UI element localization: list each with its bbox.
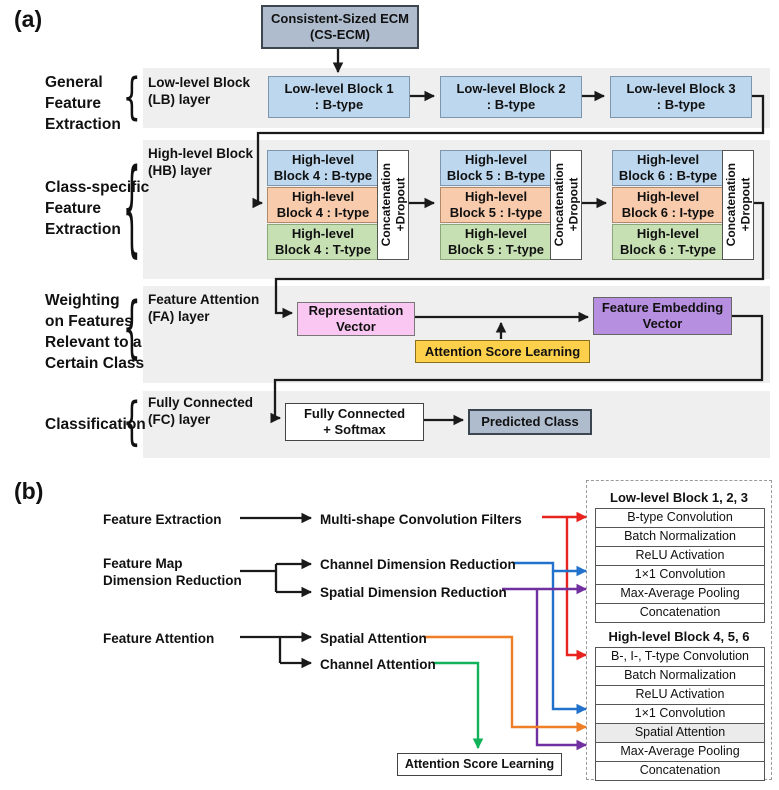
- blue-arrow-to-hb-1x1: [551, 571, 588, 715]
- representation-vector-box: Representation Vector: [297, 302, 415, 336]
- hb-row-max-avg-pool: Max-Average Pooling: [596, 742, 764, 761]
- hb4-concat-label: Concatenation +Dropout: [378, 163, 407, 247]
- b-label-spatial-attention: Spatial Attention: [320, 631, 427, 646]
- feature-embedding-vector-box: Feature Embedding Vector: [593, 297, 732, 335]
- attention-score-learning-box-b: Attention Score Learning: [397, 753, 562, 776]
- layer-label-lb: Low-level Block (LB) layer: [148, 75, 251, 107]
- lb-row-concat: Concatenation: [596, 603, 764, 622]
- b-label-feature-map-dim: Feature Map Dimension Reduction: [103, 556, 242, 588]
- hb-row-bit-conv: B-, I-, T-type Convolution: [596, 648, 764, 666]
- high-level-block-table: B-, I-, T-type Convolution Batch Normali…: [595, 647, 765, 781]
- hb5-concat-label: Concatenation +Dropout: [551, 163, 580, 247]
- group-label-general: General Feature Extraction: [45, 74, 121, 133]
- b-label-spatial-dim-reduction: Spatial Dimension Reduction: [320, 585, 507, 600]
- group-label-weighting: Weighting on Features Relevant to a Cert…: [45, 292, 145, 372]
- hb5-b-type: High-level Block 5 : B-type: [440, 150, 552, 186]
- brace-hb: {: [122, 149, 141, 269]
- layer-label-fa: Feature Attention (FA) layer: [148, 292, 260, 324]
- hb6-b-type: High-level Block 6 : B-type: [612, 150, 724, 186]
- hb5-i-type: High-level Block 5 : I-type: [440, 187, 552, 223]
- hb6-i-type: High-level Block 6 : I-type: [612, 187, 724, 223]
- b-label-channel-attention: Channel Attention: [320, 657, 436, 672]
- low-level-block-table: B-type Convolution Batch Normalization R…: [595, 508, 765, 623]
- brace-lb: {: [122, 68, 141, 126]
- lb-row-batch-norm: Batch Normalization: [596, 527, 764, 546]
- lb-row-btype-conv: B-type Convolution: [596, 509, 764, 527]
- hb6-concat-label: Concatenation +Dropout: [723, 163, 752, 247]
- hb-row-spatial-attention: Spatial Attention: [596, 723, 764, 742]
- low-level-block-2: Low-level Block 2 : B-type: [440, 76, 582, 118]
- low-level-block-1: Low-level Block 1 : B-type: [268, 76, 410, 118]
- blue-arrow-to-lb-1x1: [514, 561, 588, 577]
- b-label-channel-dim-reduction: Channel Dimension Reduction: [320, 557, 516, 572]
- brace-fa: {: [122, 288, 141, 368]
- high-level-block-table-title: High-level Block 4, 5, 6: [608, 629, 750, 644]
- group-label-class-specific: Class-specific Feature Extraction: [45, 179, 150, 238]
- hb5-t-type: High-level Block 5 : T-type: [440, 224, 552, 260]
- b-label-feature-extraction: Feature Extraction: [103, 512, 222, 527]
- hb4-i-type: High-level Block 4 : I-type: [267, 187, 379, 223]
- hb6-concat-dropout: Concatenation +Dropout: [722, 150, 754, 260]
- hb-row-1x1-conv: 1×1 Convolution: [596, 704, 764, 723]
- hb-row-relu: ReLU Activation: [596, 685, 764, 704]
- lb-row-max-avg-pool: Max-Average Pooling: [596, 584, 764, 603]
- b-label-multishape-filters: Multi-shape Convolution Filters: [320, 512, 522, 527]
- orange-arrow-to-spatial-attention: [424, 635, 588, 733]
- hb4-b-type: High-level Block 4 : B-type: [267, 150, 379, 186]
- layer-label-hb: High-level Block (HB) layer: [148, 146, 254, 178]
- layer-label-fc: Fully Connected (FC) layer: [148, 395, 254, 427]
- hb4-concat-dropout: Concatenation +Dropout: [377, 150, 409, 260]
- purple-arrow-to-hb-pooling: [535, 589, 588, 751]
- brace-fc: {: [122, 392, 141, 452]
- group-label-classification: Classification: [45, 416, 146, 433]
- lb-row-1x1-conv: 1×1 Convolution: [596, 565, 764, 584]
- panel-b-label: (b): [14, 478, 44, 504]
- red-arrow-to-bit-conv: [565, 517, 588, 661]
- panel-a-label: (a): [14, 6, 43, 32]
- hb4-t-type: High-level Block 4 : T-type: [267, 224, 379, 260]
- green-arrow-to-attention-score: [434, 661, 484, 750]
- fully-connected-softmax-box: Fully Connected + Softmax: [285, 403, 424, 441]
- hb-row-concat: Concatenation: [596, 761, 764, 780]
- hb5-concat-dropout: Concatenation +Dropout: [550, 150, 582, 260]
- attention-score-learning-box-a: Attention Score Learning: [415, 340, 590, 363]
- cs-ecm-box: Consistent-Sized ECM (CS-ECM): [261, 5, 419, 49]
- low-level-block-3: Low-level Block 3 : B-type: [610, 76, 752, 118]
- hb-row-batch-norm: Batch Normalization: [596, 666, 764, 685]
- predicted-class-box: Predicted Class: [468, 409, 592, 435]
- lb-row-relu: ReLU Activation: [596, 546, 764, 565]
- hb6-t-type: High-level Block 6 : T-type: [612, 224, 724, 260]
- b-label-feature-attention: Feature Attention: [103, 631, 215, 646]
- low-level-block-table-title: Low-level Block 1, 2, 3: [610, 490, 748, 505]
